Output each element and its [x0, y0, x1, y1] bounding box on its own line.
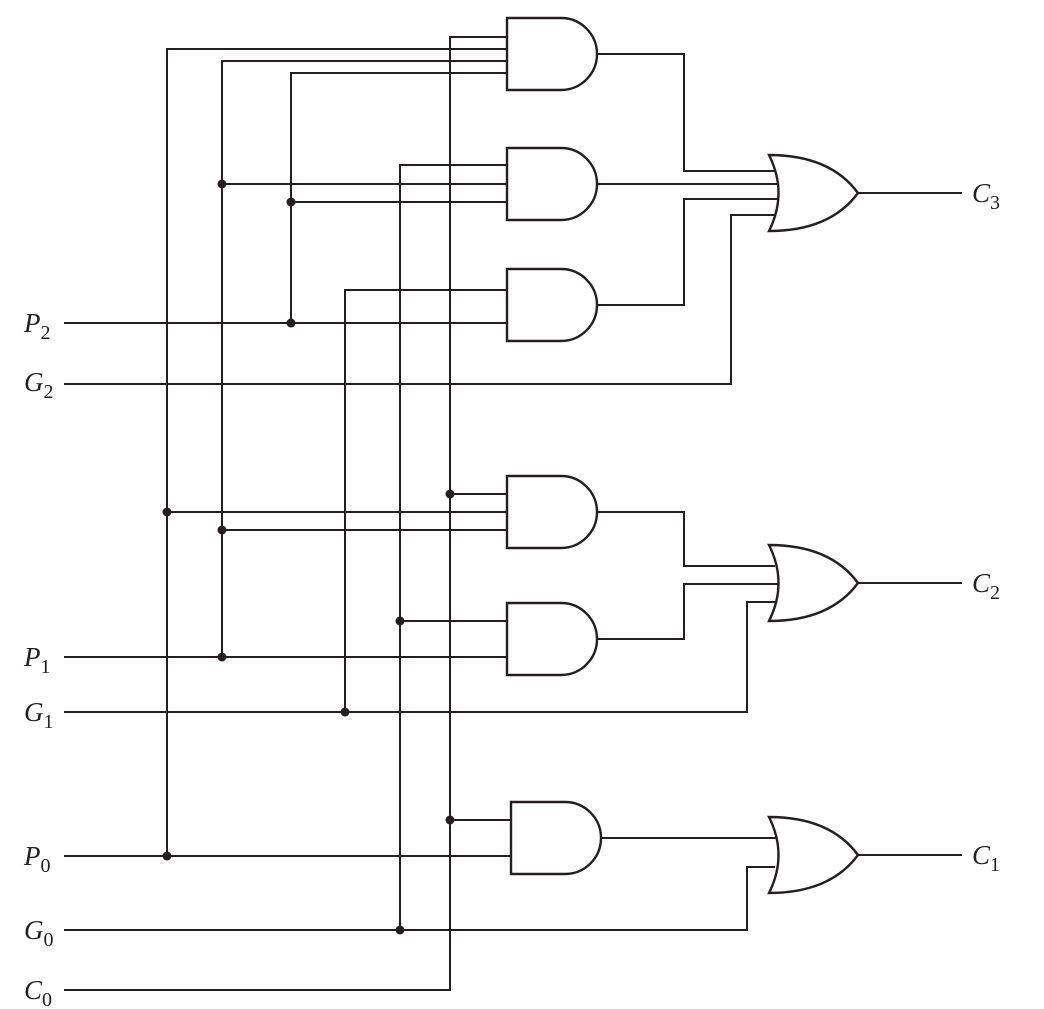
- or-gate-c3: [767, 153, 860, 233]
- label-c1: C1: [972, 840, 1000, 876]
- junction-dot: [340, 707, 350, 717]
- wire-g0: [64, 866, 775, 931]
- or-gate-c1: [767, 815, 860, 895]
- bus-g0: [399, 164, 507, 930]
- junctions: [162, 179, 455, 935]
- junction-dot: [217, 525, 227, 535]
- junction-dot: [445, 489, 455, 499]
- wires: [64, 36, 962, 991]
- bus-p2: [290, 72, 507, 323]
- label-c3: C3: [972, 178, 1000, 214]
- bus-g1: [344, 289, 507, 712]
- or-gates: [767, 153, 860, 895]
- junction-dot: [217, 652, 227, 662]
- and-gate-5: [505, 601, 599, 677]
- label-c0: C0: [24, 975, 52, 1009]
- junction-dot: [162, 507, 172, 517]
- label-p0: P0: [23, 841, 51, 877]
- or-gate-c2: [767, 543, 860, 623]
- label-p2: P2: [23, 308, 51, 344]
- junction-dot: [286, 197, 296, 207]
- and-gates: [505, 16, 603, 876]
- wire-g2: [64, 214, 775, 385]
- and-gate-1: [505, 16, 599, 92]
- input-labels: P2 G2 P1 G1 P0 G0 C0: [23, 308, 54, 1009]
- and4-to-or2: [597, 511, 775, 567]
- wire-c0: [64, 36, 507, 991]
- junction-dot: [162, 851, 172, 861]
- junction-dot: [395, 616, 405, 626]
- and-gate-6: [509, 800, 603, 876]
- bus-p1: [221, 60, 507, 657]
- wire-g1: [64, 601, 775, 713]
- junction-dot: [286, 318, 296, 328]
- label-p1: P1: [23, 642, 51, 678]
- junction-dot: [445, 815, 455, 825]
- and-gate-3: [505, 267, 599, 343]
- and3-to-or3: [597, 198, 778, 306]
- label-c2: C2: [972, 568, 1000, 604]
- and-gate-4: [505, 474, 599, 550]
- label-g0: G0: [24, 915, 54, 951]
- junction-dot: [395, 925, 405, 935]
- bus-p0: [166, 48, 507, 856]
- and5-to-or2: [597, 583, 778, 640]
- and-gate-2: [505, 146, 599, 222]
- and1-to-or3: [597, 53, 775, 172]
- junction-dot: [217, 179, 227, 189]
- label-g2: G2: [24, 367, 54, 403]
- output-labels: C3 C2 C1: [972, 178, 1000, 876]
- label-g1: G1: [24, 697, 54, 733]
